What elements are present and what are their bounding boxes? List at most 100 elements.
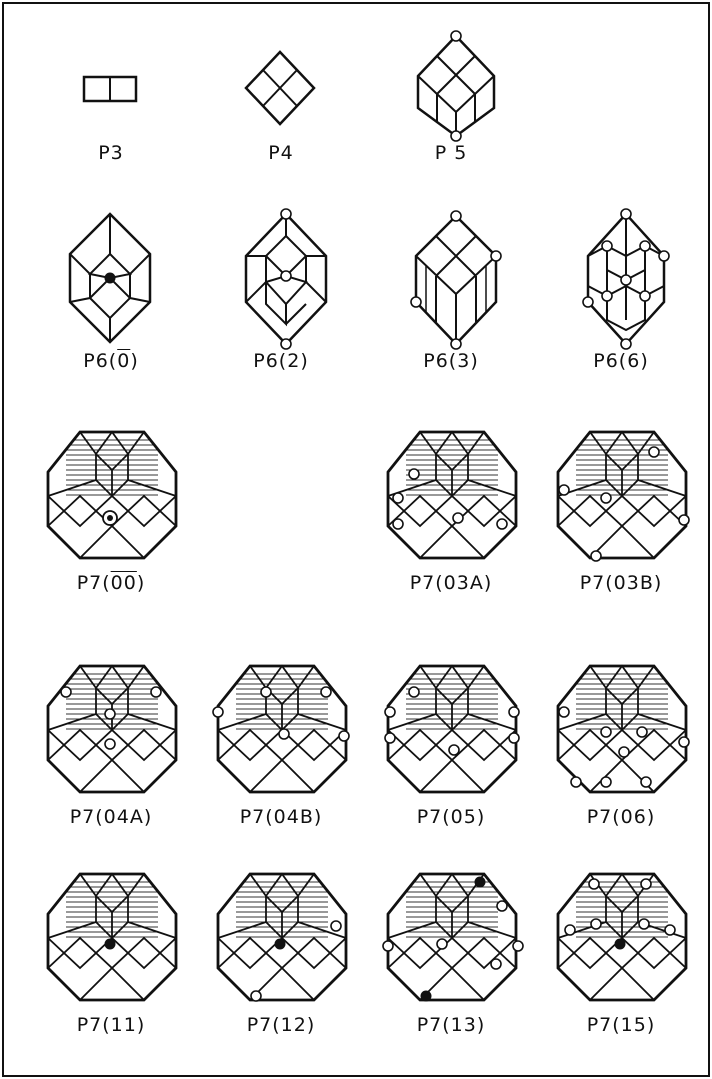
tile-edge (436, 896, 468, 912)
open-vertex-dot (637, 727, 647, 737)
open-vertex-dot (385, 707, 395, 717)
tile-edge (388, 714, 436, 730)
open-vertex-dot (393, 493, 403, 503)
open-vertex-dot (513, 941, 523, 951)
p7-06-tiling (536, 652, 706, 802)
label-p7-05: P7(05) (366, 806, 536, 828)
figure-p7-13: P7(13) (366, 860, 536, 1050)
label-p7-04a: P7(04A) (26, 806, 196, 828)
open-vertex-dot (105, 739, 115, 749)
open-vertex-dot (641, 777, 651, 787)
figure-p6-2: P6(2) (196, 200, 366, 390)
ringed-vertex-center (107, 515, 113, 521)
p7-00-tiling (26, 418, 196, 568)
filled-vertex-dot (105, 939, 116, 950)
open-vertex-dot (279, 729, 289, 739)
p7-11-tiling (26, 860, 196, 1010)
open-vertex-dot (559, 707, 569, 717)
p6-6-tiling (536, 200, 706, 350)
p6-2-tiling (196, 200, 366, 350)
open-vertex-dot (589, 879, 599, 889)
label-p4: P4 (196, 142, 366, 164)
figure-p3: P3 (26, 22, 196, 212)
figure-p7-15: P7(15) (536, 860, 706, 1050)
tile-edge (80, 968, 144, 1000)
open-vertex-dot (61, 687, 71, 697)
tile-edge (128, 922, 176, 938)
open-vertex-dot (619, 747, 629, 757)
tile-edge (590, 432, 654, 454)
label-p7-06: P7(06) (536, 806, 706, 828)
label-p7-15: P7(15) (536, 1014, 706, 1036)
label-p7-03a: P7(03A) (366, 572, 536, 594)
tile-edge (218, 922, 266, 938)
open-vertex-dot (601, 727, 611, 737)
label-p7-04b: P7(04B) (196, 806, 366, 828)
tile-edge (80, 526, 144, 558)
tile-edge (590, 968, 654, 1000)
open-vertex-dot (437, 939, 447, 949)
tile-edge (420, 526, 484, 558)
tile-edge (558, 496, 686, 526)
p7-03a-tiling (366, 418, 536, 568)
tile-edge (250, 874, 314, 896)
figure-p7-03b: P7(03B) (536, 418, 706, 608)
label-p6-3: P6(3) (366, 350, 536, 372)
tile-edge (218, 714, 266, 730)
open-vertex-dot (679, 515, 689, 525)
figure-p7-06: P7(06) (536, 652, 706, 842)
figure-p7-04b: P7(04B) (196, 652, 366, 842)
filled-vertex-dot (615, 939, 626, 950)
tile-edge (80, 760, 144, 792)
label-p7-12: P7(12) (196, 1014, 366, 1036)
open-vertex-dot (509, 707, 519, 717)
p6-3-tiling (366, 200, 536, 350)
tile-edge (420, 666, 484, 688)
label-p6-0-post: ) (130, 350, 138, 372)
tile-edge (558, 496, 686, 526)
open-vertex-dot (591, 551, 601, 561)
tile-edge (48, 480, 96, 496)
figure-p7-04a: P7(04A) (26, 652, 196, 842)
p7-03b-tiling (536, 418, 706, 568)
open-vertex-dot (639, 919, 649, 929)
open-vertex-dot (383, 941, 393, 951)
tile-edge (420, 874, 484, 896)
open-vertex-dot (105, 709, 115, 719)
open-vertex-dot (385, 733, 395, 743)
p7-04b-tiling (196, 652, 366, 802)
label-p7-03b: P7(03B) (536, 572, 706, 594)
tile-edge (250, 760, 314, 792)
label-p6-0-pre: P6( (83, 350, 117, 372)
label-p7-00-overlined: 00 (111, 572, 137, 594)
figure-p5: P 5 (366, 22, 536, 212)
label-p7-11: P7(11) (26, 1014, 196, 1036)
p3-tiling (26, 22, 196, 152)
open-vertex-dot (497, 901, 507, 911)
open-vertex-dot (339, 731, 349, 741)
label-p7-00-post: ) (137, 572, 145, 594)
figure-p6-6: P6(6) (536, 200, 706, 390)
label-p7-00-pre: P7( (77, 572, 111, 594)
label-p6-0: P6(0) (26, 350, 196, 372)
tile-edge (48, 922, 96, 938)
figure-p6-0: P6(0) (26, 200, 196, 390)
p4-tiling (196, 22, 366, 152)
tile-edge (128, 714, 176, 730)
figure-p4: P4 (196, 22, 366, 212)
p7-04a-tiling (26, 652, 196, 802)
open-vertex-dot (251, 991, 261, 1001)
open-vertex-dot (331, 921, 341, 931)
label-p6-2: P6(2) (196, 350, 366, 372)
label-p3: P3 (26, 142, 196, 164)
label-p5: P 5 (366, 142, 536, 164)
open-vertex-dot (497, 519, 507, 529)
filled-vertex-dot (275, 939, 286, 950)
tile-edge (468, 480, 516, 496)
open-vertex-dot (449, 745, 459, 755)
open-vertex-dot (649, 447, 659, 457)
tile-edge (468, 714, 516, 730)
tile-edge (436, 454, 468, 470)
tile-edge (80, 666, 144, 688)
p7-15-tiling (536, 860, 706, 1010)
